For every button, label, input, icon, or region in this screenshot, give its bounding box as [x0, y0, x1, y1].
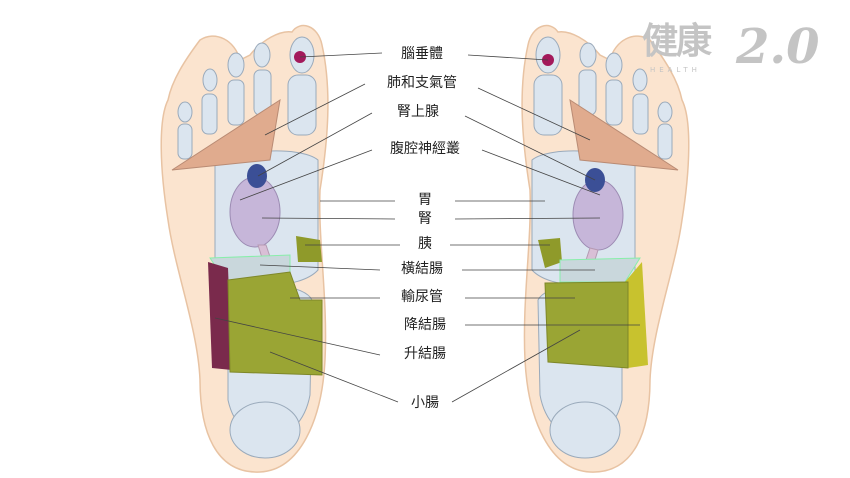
pancreas	[538, 238, 562, 268]
logo-number: 2.0	[736, 19, 820, 75]
right-foot	[521, 24, 690, 473]
logo-english: HEALTH	[650, 66, 701, 74]
left-foot	[160, 24, 329, 473]
pancreas	[296, 236, 322, 262]
descending-colon	[625, 262, 648, 368]
label-pancreas: 胰	[418, 236, 432, 252]
label-lungs: 肺和支氣管	[387, 75, 457, 91]
label-pituitary: 腦垂體	[401, 46, 443, 62]
lung-area	[569, 98, 679, 171]
health-2-0-logo: 健康 2.0 HEALTH	[640, 20, 840, 84]
label-stomach: 胃	[418, 192, 432, 208]
adrenal-gland	[247, 164, 267, 188]
label-solar-plexus: 腹腔神經叢	[390, 141, 460, 157]
logo-chinese: 健康	[642, 20, 712, 62]
label-transverse-colon: 橫結腸	[401, 261, 443, 277]
ascending-colon	[208, 262, 232, 370]
label-kidney: 腎	[418, 211, 432, 227]
leader-lines	[214, 52, 640, 403]
label-descending-colon: 降結腸	[404, 317, 446, 333]
label-adrenal: 腎上腺	[397, 104, 439, 120]
label-small-intestine: 小腸	[411, 395, 439, 411]
label-ureter: 輸尿管	[401, 289, 443, 305]
label-ascending-colon: 升結腸	[404, 346, 446, 362]
